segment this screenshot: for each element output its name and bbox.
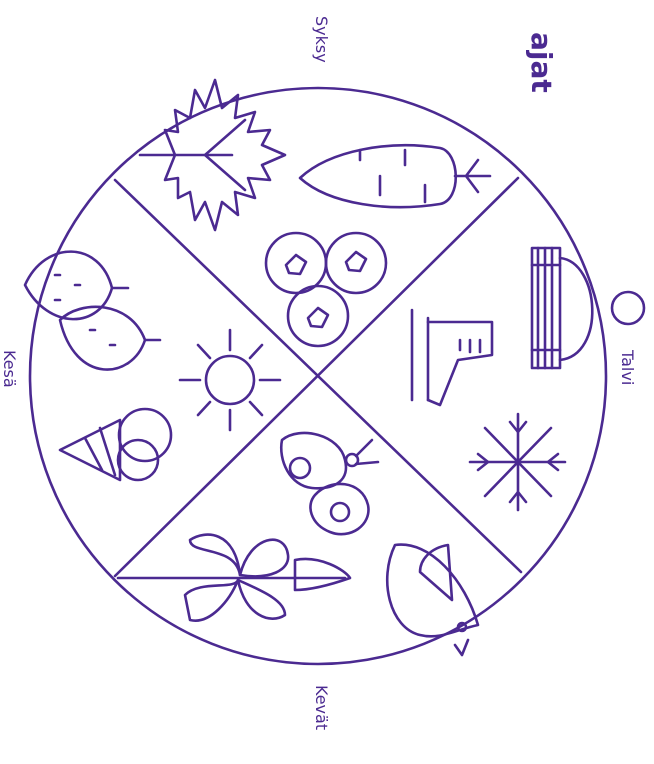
leaf-branch-icon	[118, 535, 350, 621]
strawberries-icon	[25, 252, 160, 370]
season-label-summer: Kesä	[0, 350, 19, 388]
season-label-autumn: Syksy	[312, 16, 331, 63]
carrot-icon	[300, 145, 490, 207]
blueberries-icon	[266, 233, 386, 346]
ice-skate-icon	[412, 310, 492, 405]
snowflake-icon	[470, 414, 565, 510]
maple-leaf-icon	[140, 80, 285, 230]
ice-cream-icon	[60, 409, 171, 480]
season-label-winter: Talvi	[618, 349, 637, 385]
season-label-spring: Kevät	[312, 685, 331, 730]
sun-icon	[180, 330, 280, 430]
page-title: ajat	[525, 32, 558, 93]
bird-icon	[387, 545, 478, 655]
butterfly-icon	[281, 433, 378, 534]
